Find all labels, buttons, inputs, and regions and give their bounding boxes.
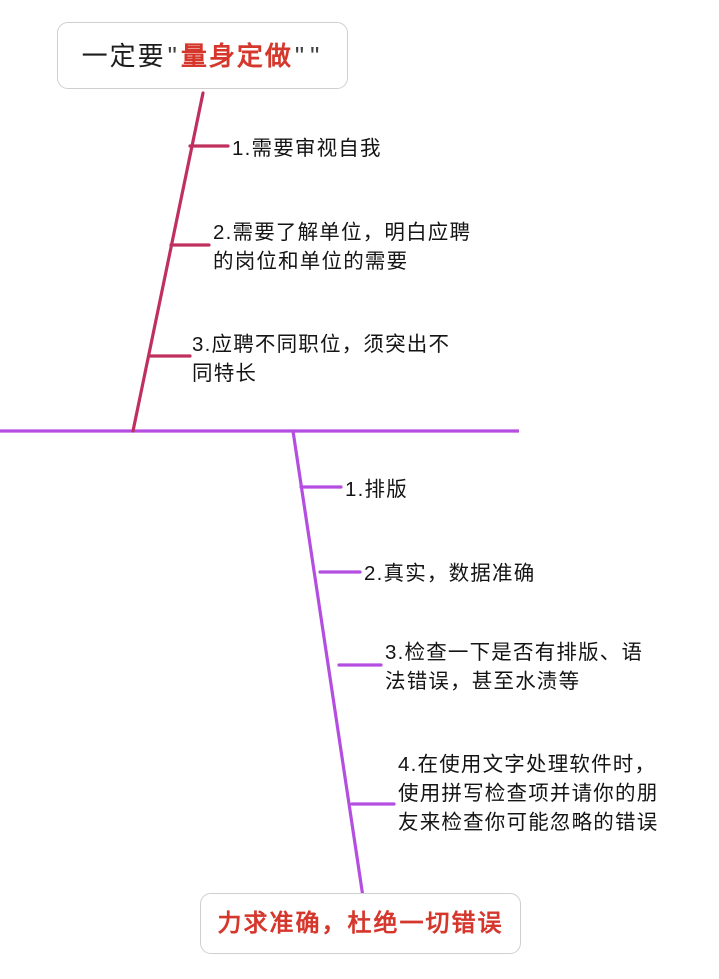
lower-bone-line bbox=[291, 429, 365, 899]
head-node-box: 一定要"量身定做"" bbox=[57, 22, 348, 89]
head-text-quote-close: " bbox=[294, 40, 307, 71]
head-text-prefix: 一定要 bbox=[81, 40, 166, 71]
upper-bone-line bbox=[131, 91, 205, 433]
lower-branch-label-3: 3.检查一下是否有排版、语 法错误，甚至水渍等 bbox=[385, 641, 644, 694]
head-node-text: 一定要"量身定做"" bbox=[82, 43, 324, 69]
head-text-quote-open: " bbox=[167, 40, 179, 71]
conclusion-node-box: 力求准确，杜绝一切错误 bbox=[200, 893, 521, 954]
head-text-quote-trailing: " bbox=[310, 40, 322, 71]
upper-branch-label-1: 1.需要审视自我 bbox=[232, 137, 382, 160]
lower-branch-label-2: 2.真实，数据准确 bbox=[364, 562, 536, 585]
lower-branch-label-4: 4.在使用文字处理软件时， 使用拼写检查项并请你的朋 友来检查你可能忽略的错误 bbox=[398, 753, 659, 835]
upper-branch-label-2: 2.需要了解单位，明白应聘 的岗位和单位的需要 bbox=[213, 221, 472, 274]
head-text-emphasis: 量身定做 bbox=[180, 40, 293, 71]
upper-branch-label-3: 3.应聘不同职位，须突出不 同特长 bbox=[192, 333, 451, 386]
lower-branch-label-1: 1.排版 bbox=[345, 478, 408, 501]
conclusion-node-text: 力求准确，杜绝一切错误 bbox=[217, 909, 504, 937]
